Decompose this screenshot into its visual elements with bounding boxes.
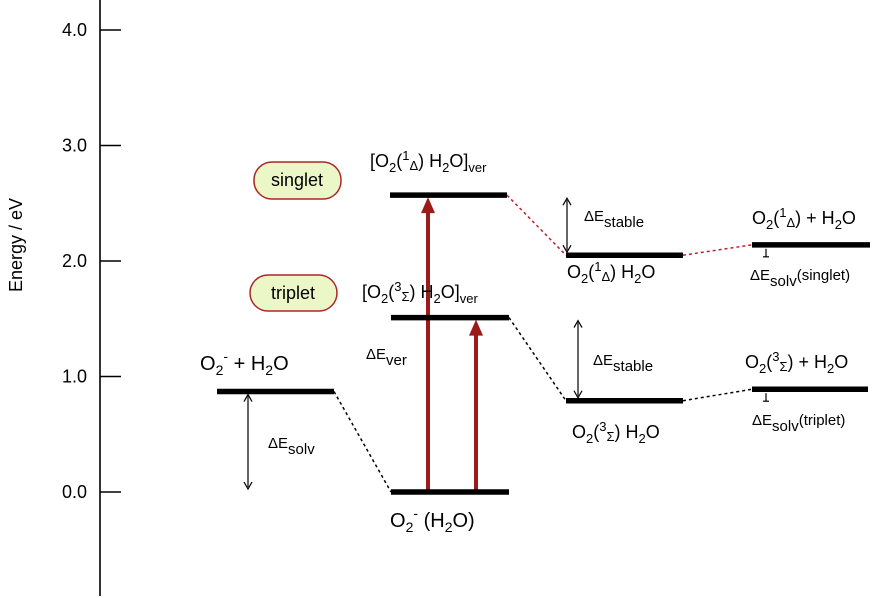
arrow-tip-up [573,319,583,328]
connector-singlet-stable-sep [682,244,753,256]
delta-e-solv-label: ΔEsolv [268,435,315,458]
arrow-tip-down [562,244,572,254]
arrow-tip-up [243,393,253,402]
triplet-stable-label: O2(3Σ) H2O [572,419,660,446]
delta-e-ver-label: ΔEver [366,346,407,369]
triplet-separated-label: O2(3Σ) + H2O [745,349,848,376]
connector-triplet-stable-sep [682,388,753,402]
delta-e-stable-triplet-label: ΔEstable [593,352,653,375]
singlet-badge-label: singlet [271,170,323,190]
axis-tick-label: 2.0 [62,251,87,271]
delta-e-stable-singlet-label: ΔEstable [584,208,644,231]
delta-e-solv-singlet-label: ΔEsolv(singlet) [750,267,850,290]
complex-label: O2- (H2O) [390,505,475,535]
delta-e-solv-triplet-label: ΔEsolv(triplet) [752,412,845,435]
triplet-vertical-label: [O2(3Σ) H2O]ver [362,279,479,306]
connector-singlet-ver-stable [506,194,567,256]
reactants-label: O2- + H2O [200,348,289,378]
solvation-energy-arrow [243,393,253,491]
axis-tick-label: 3.0 [62,136,87,156]
singlet-arrowhead [421,197,435,214]
triplet-solvation-marker [763,393,769,402]
arrow-tip-up [562,196,572,206]
triplet-arrowhead [469,319,483,336]
axis-label: Energy / eV [6,198,26,292]
singlet-badge [253,161,342,200]
arrow-tip-down [243,481,253,491]
axis-tick-label: 0.0 [62,482,87,502]
singlet-solvation-marker [763,248,769,258]
singlet-separated-label: O2(1Δ) + H2O [752,205,856,232]
axis-tick-label: 1.0 [62,367,87,387]
triplet-badge-label: triplet [271,283,315,303]
triplet-stabilization-arrow [573,319,583,399]
singlet-stabilization-arrow [562,196,572,254]
singlet-stable-label: O2(1Δ) H2O [567,259,655,286]
singlet-vertical-label: [O2(1Δ) H2O]ver [370,148,487,175]
connector-triplet-ver-stable [508,317,567,402]
triplet-badge [249,274,338,312]
axis-ticks: 0.0 1.0 2.0 3.0 4.0 [62,20,121,502]
connector-reactants-complex [333,391,392,493]
arrow-tip-down [573,390,583,399]
axis-tick-label: 4.0 [62,20,87,40]
